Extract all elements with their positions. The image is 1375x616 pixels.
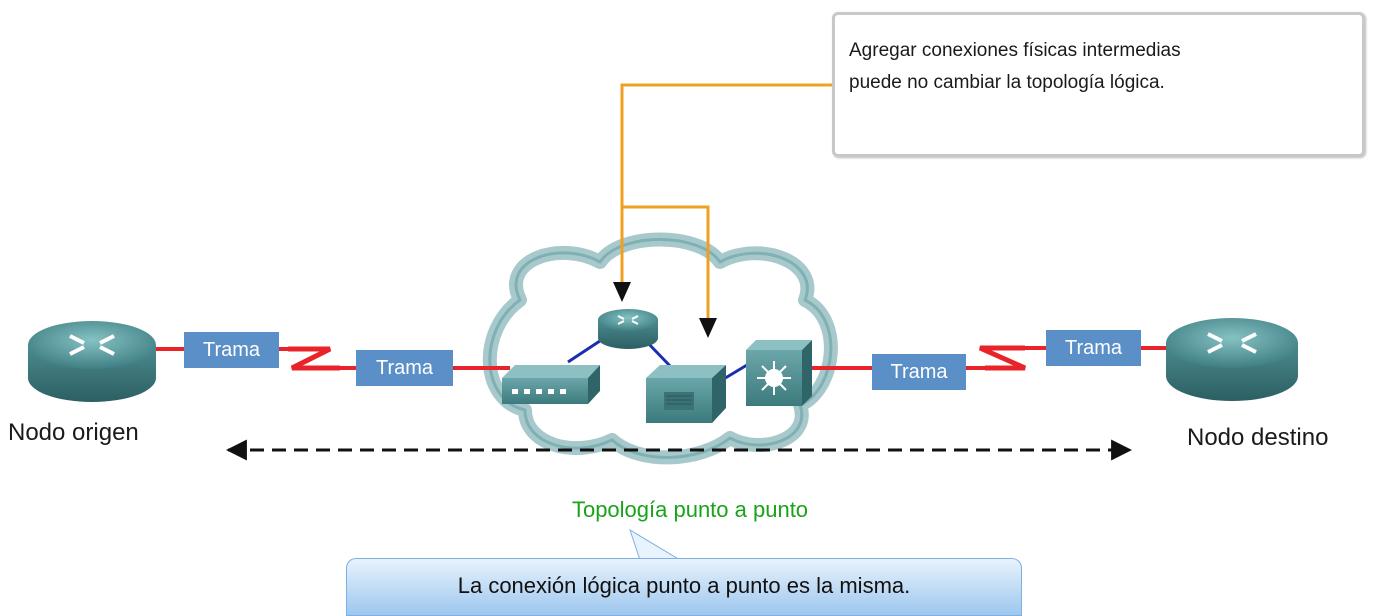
switch-icon xyxy=(746,340,812,406)
annotation-connector xyxy=(613,83,832,338)
destination-router-icon xyxy=(1166,318,1298,401)
destination-node-label: Nodo destino xyxy=(1187,424,1329,451)
frame-label: Trama xyxy=(1046,330,1141,366)
note-line-2: puede no cambiar la topología lógica. xyxy=(849,72,1165,93)
topology-label: Topología punto a punto xyxy=(571,497,809,522)
serial-zigzag-left xyxy=(288,346,340,371)
source-router-icon xyxy=(28,321,156,402)
frame-label: Trama xyxy=(356,350,453,386)
server-icon xyxy=(646,365,726,423)
frame-label: Trama xyxy=(872,354,966,390)
callout-pointer xyxy=(629,528,682,561)
note-line-1: Agregar conexiones físicas intermedias xyxy=(849,40,1181,61)
callout-box: La conexión lógica punto a punto es la m… xyxy=(346,558,1022,616)
source-node-label: Nodo origen xyxy=(8,419,139,446)
annotation-note: Agregar conexiones físicas intermedias p… xyxy=(832,12,1365,157)
serial-zigzag-right xyxy=(978,345,1027,371)
frame-label: Trama xyxy=(184,332,279,368)
cloud-router-icon xyxy=(598,309,658,349)
hub-icon xyxy=(502,365,600,404)
